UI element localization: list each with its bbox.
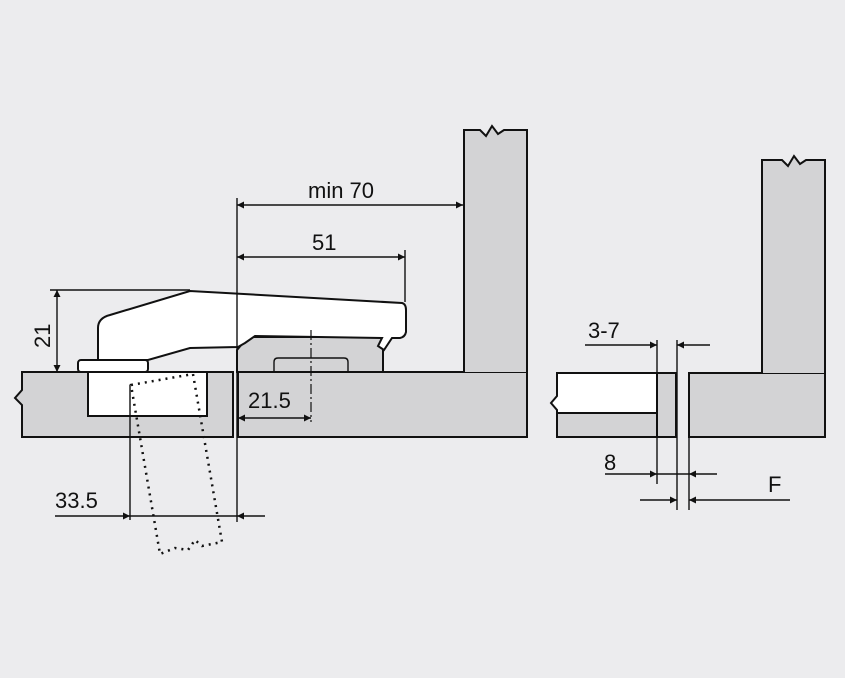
side-panel-horizontal <box>688 372 826 438</box>
vertical-panel <box>463 124 528 372</box>
door-upper-layer <box>549 372 658 414</box>
dimension-label-51: 51 <box>312 230 336 255</box>
cup-recess <box>87 371 208 417</box>
door-edge <box>656 372 677 438</box>
hinge-arm <box>97 289 407 361</box>
dimension-label-21-5: 21.5 <box>248 388 291 413</box>
side-panel-vertical <box>761 154 826 373</box>
dimension-label-21: 21 <box>30 324 55 348</box>
dimension-label-33-5: 33.5 <box>55 488 98 513</box>
dimension-label-min-70: min 70 <box>308 178 374 203</box>
right-view: 3-7 8 F <box>549 154 826 510</box>
left-view: min 70 51 21 21.5 33.5 <box>13 124 528 556</box>
mounting-plate <box>236 336 384 373</box>
door-lower-layer <box>556 412 658 438</box>
hinge-cup-dotted <box>129 372 224 556</box>
dimension-label-8: 8 <box>604 450 616 475</box>
dimension-label-f: F <box>768 472 781 497</box>
hinge-base <box>77 359 149 373</box>
dimension-label-3-7: 3-7 <box>588 318 620 343</box>
